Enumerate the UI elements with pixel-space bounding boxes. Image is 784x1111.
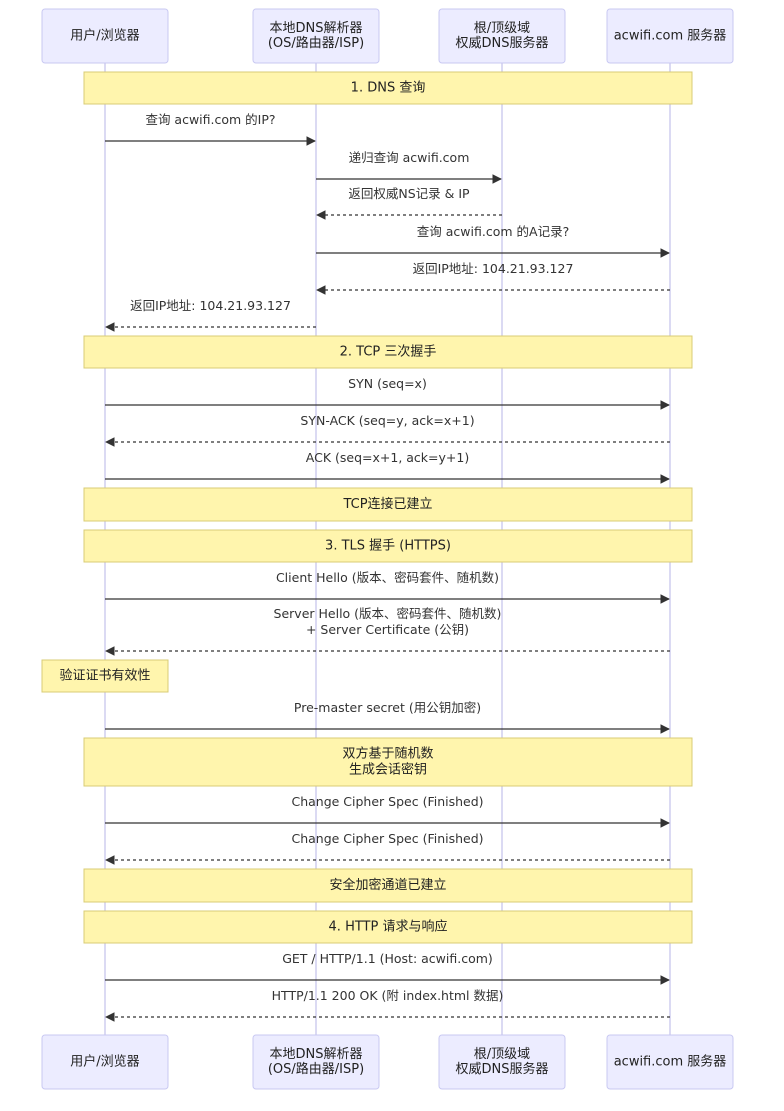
- msg-server-hello: Server Hello (版本、密码套件、随机数)+ Server Certi…: [105, 606, 670, 656]
- msg-return-ip-server: 返回IP地址: 104.21.93.127: [316, 261, 670, 295]
- note-box: [83, 737, 693, 787]
- message-label: 递归查询 acwifi.com: [349, 150, 470, 165]
- message-label: SYN-ACK (seq=y, ack=x+1): [300, 413, 474, 428]
- note-label: 生成会话密钥: [349, 762, 427, 778]
- message-label: 返回IP地址: 104.21.93.127: [413, 261, 574, 276]
- msg-recursive-query: 递归查询 acwifi.com: [316, 150, 502, 184]
- participant-label: 用户/浏览器: [70, 1054, 139, 1070]
- section-tls-handshake: 3. TLS 握手 (HTTPS): [83, 529, 693, 563]
- msg-pre-master: Pre-master secret (用公钥加密): [105, 700, 670, 734]
- message-label: Change Cipher Spec (Finished): [291, 794, 483, 809]
- msg-ack: ACK (seq=x+1, ack=y+1): [105, 450, 670, 484]
- note-label: TCP连接已建立: [342, 496, 432, 512]
- msg-syn: SYN (seq=x): [105, 376, 670, 410]
- participant-label: 本地DNS解析器: [270, 21, 363, 36]
- note-secure-channel: 安全加密通道已建立: [83, 868, 693, 903]
- participant-label: 根/顶级域: [474, 1047, 530, 1062]
- note-tcp-established: TCP连接已建立: [83, 487, 693, 522]
- note-box: [83, 529, 693, 563]
- note-label: 安全加密通道已建立: [329, 877, 446, 893]
- msg-return-ns: 返回权威NS记录 & IP: [316, 186, 502, 220]
- msg-http-get: GET / HTTP/1.1 (Host: acwifi.com): [105, 951, 670, 985]
- note-verify-cert: 验证证书有效性: [41, 659, 169, 693]
- msg-change-cipher-client: Change Cipher Spec (Finished): [105, 794, 670, 828]
- participant-label: (OS/路由器/ISP): [268, 1061, 364, 1077]
- participant-label: 根/顶级域: [474, 21, 530, 36]
- participant-user-bottom: 用户/浏览器: [41, 1034, 169, 1090]
- message-label: 返回IP地址: 104.21.93.127: [130, 298, 291, 313]
- message-label: 查询 acwifi.com 的IP?: [145, 112, 275, 127]
- message-label: + Server Certificate (公钥): [306, 622, 469, 637]
- note-label: 3. TLS 握手 (HTTPS): [325, 539, 451, 554]
- msg-syn-ack: SYN-ACK (seq=y, ack=x+1): [105, 413, 670, 447]
- section-http: 4. HTTP 请求与响应: [83, 910, 693, 944]
- participant-box: [606, 8, 734, 64]
- participant-dns-bottom: 本地DNS解析器(OS/路由器/ISP): [252, 1034, 380, 1090]
- participant-label: 权威DNS服务器: [456, 35, 549, 51]
- participant-label: (OS/路由器/ISP): [268, 35, 364, 51]
- participant-label: 用户/浏览器: [70, 28, 139, 44]
- note-box: [83, 335, 693, 369]
- message-label: Client Hello (版本、密码套件、随机数): [276, 570, 499, 585]
- message-label: GET / HTTP/1.1 (Host: acwifi.com): [282, 951, 493, 966]
- message-label: 查询 acwifi.com 的A记录?: [417, 224, 569, 239]
- message-label: Pre-master secret (用公钥加密): [294, 700, 481, 715]
- participant-box: [41, 8, 169, 64]
- msg-return-ip-user: 返回IP地址: 104.21.93.127: [105, 298, 316, 332]
- note-label: 双方基于随机数: [342, 746, 433, 762]
- note-box: [83, 71, 693, 105]
- participant-label: acwifi.com 服务器: [614, 28, 727, 44]
- note-label: 1. DNS 查询: [351, 81, 426, 96]
- participant-server-bottom: acwifi.com 服务器: [606, 1034, 734, 1090]
- participant-box: [438, 8, 566, 64]
- participant-label: acwifi.com 服务器: [614, 1054, 727, 1070]
- msg-query-a-record: 查询 acwifi.com 的A记录?: [316, 224, 670, 258]
- msg-query-ip: 查询 acwifi.com 的IP?: [105, 112, 316, 146]
- message-label: HTTP/1.1 200 OK (附 index.html 数据): [272, 988, 504, 1003]
- msg-client-hello: Client Hello (版本、密码套件、随机数): [105, 570, 670, 604]
- message-label: 返回权威NS记录 & IP: [348, 186, 470, 201]
- msg-http-response: HTTP/1.1 200 OK (附 index.html 数据): [105, 988, 670, 1022]
- participant-user-top: 用户/浏览器: [41, 8, 169, 64]
- note-box: [83, 868, 693, 903]
- participants: 用户/浏览器用户/浏览器本地DNS解析器(OS/路由器/ISP)本地DNS解析器…: [41, 8, 734, 1090]
- participant-box: [606, 1034, 734, 1090]
- participant-box: [41, 1034, 169, 1090]
- message-label: Change Cipher Spec (Finished): [291, 831, 483, 846]
- participant-label: 本地DNS解析器: [270, 1047, 363, 1062]
- note-label: 2. TCP 三次握手: [340, 344, 437, 360]
- participant-server-top: acwifi.com 服务器: [606, 8, 734, 64]
- participant-dns-top: 本地DNS解析器(OS/路由器/ISP): [252, 8, 380, 64]
- section-tcp-handshake: 2. TCP 三次握手: [83, 335, 693, 369]
- message-label: Server Hello (版本、密码套件、随机数): [274, 606, 502, 621]
- section-dns-query: 1. DNS 查询: [83, 71, 693, 105]
- note-box: [83, 487, 693, 522]
- note-label: 4. HTTP 请求与响应: [329, 919, 448, 935]
- participant-box: [252, 8, 380, 64]
- note-box: [83, 910, 693, 944]
- note-label: 验证证书有效性: [59, 668, 150, 684]
- participant-box: [438, 1034, 566, 1090]
- message-label: ACK (seq=x+1, ack=y+1): [306, 450, 469, 465]
- msg-change-cipher-server: Change Cipher Spec (Finished): [105, 831, 670, 865]
- participant-box: [252, 1034, 380, 1090]
- message-label: SYN (seq=x): [348, 376, 427, 391]
- participant-label: 权威DNS服务器: [456, 1061, 549, 1077]
- note-box: [41, 659, 169, 693]
